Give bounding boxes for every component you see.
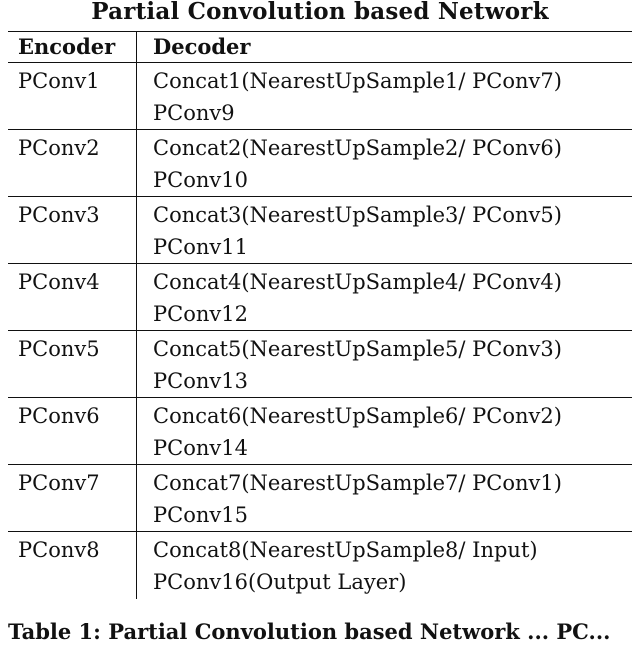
row-divider <box>8 531 632 532</box>
decoder-cell-line1: Concat1(NearestUpSample1/ PConv7) <box>153 69 562 93</box>
row-divider <box>8 464 632 465</box>
encoder-cell: PConv4 <box>18 270 100 294</box>
encoder-cell: PConv3 <box>18 203 100 227</box>
table-top-rule <box>8 31 632 32</box>
decoder-cell-line1: Concat7(NearestUpSample7/ PConv1) <box>153 471 562 495</box>
encoder-cell: PConv1 <box>18 69 100 93</box>
row-divider <box>8 397 632 398</box>
decoder-cell-line2: PConv11 <box>153 235 248 259</box>
table-row: PConv2 Concat2(NearestUpSample2/ PConv6)… <box>8 130 632 197</box>
encoder-cell: PConv6 <box>18 404 100 428</box>
decoder-cell-line1: Concat2(NearestUpSample2/ PConv6) <box>153 136 562 160</box>
decoder-cell-line2: PConv10 <box>153 168 248 192</box>
row-divider <box>8 129 632 130</box>
decoder-cell-line1: Concat8(NearestUpSample8/ Input) <box>153 538 538 562</box>
encoder-cell: PConv5 <box>18 337 100 361</box>
decoder-cell-line2: PConv9 <box>153 101 235 125</box>
table-row: PConv8 Concat8(NearestUpSample8/ Input) … <box>8 532 632 599</box>
header-encoder: Encoder <box>18 34 116 59</box>
encoder-cell: PConv8 <box>18 538 100 562</box>
decoder-cell-line1: Concat6(NearestUpSample6/ PConv2) <box>153 404 562 428</box>
decoder-cell-line1: Concat5(NearestUpSample5/ PConv3) <box>153 337 562 361</box>
table-row: PConv6 Concat6(NearestUpSample6/ PConv2)… <box>8 398 632 465</box>
column-separator <box>136 31 137 599</box>
table-row: PConv5 Concat5(NearestUpSample5/ PConv3)… <box>8 331 632 398</box>
decoder-cell-line2: PConv16(Output Layer) <box>153 570 407 594</box>
encoder-cell: PConv7 <box>18 471 100 495</box>
row-divider <box>8 196 632 197</box>
table-row: PConv7 Concat7(NearestUpSample7/ PConv1)… <box>8 465 632 532</box>
table-row: PConv4 Concat4(NearestUpSample4/ PConv4)… <box>8 264 632 331</box>
decoder-cell-line1: Concat4(NearestUpSample4/ PConv4) <box>153 270 562 294</box>
table-caption-partial: Table 1: Partial Convolution based Netwo… <box>8 619 611 644</box>
table-row: PConv1 Concat1(NearestUpSample1/ PConv7)… <box>8 63 632 130</box>
header-decoder: Decoder <box>153 34 251 59</box>
row-divider <box>8 263 632 264</box>
decoder-cell-line2: PConv15 <box>153 503 248 527</box>
encoder-cell: PConv2 <box>18 136 100 160</box>
header-bottom-rule <box>8 62 632 63</box>
row-divider <box>8 330 632 331</box>
decoder-cell-line2: PConv13 <box>153 369 248 393</box>
decoder-cell-line2: PConv14 <box>153 436 248 460</box>
decoder-cell-line1: Concat3(NearestUpSample3/ PConv5) <box>153 203 562 227</box>
table-title: Partial Convolution based Network <box>91 0 549 25</box>
decoder-cell-line2: PConv12 <box>153 302 248 326</box>
table-row: PConv3 Concat3(NearestUpSample3/ PConv5)… <box>8 197 632 264</box>
